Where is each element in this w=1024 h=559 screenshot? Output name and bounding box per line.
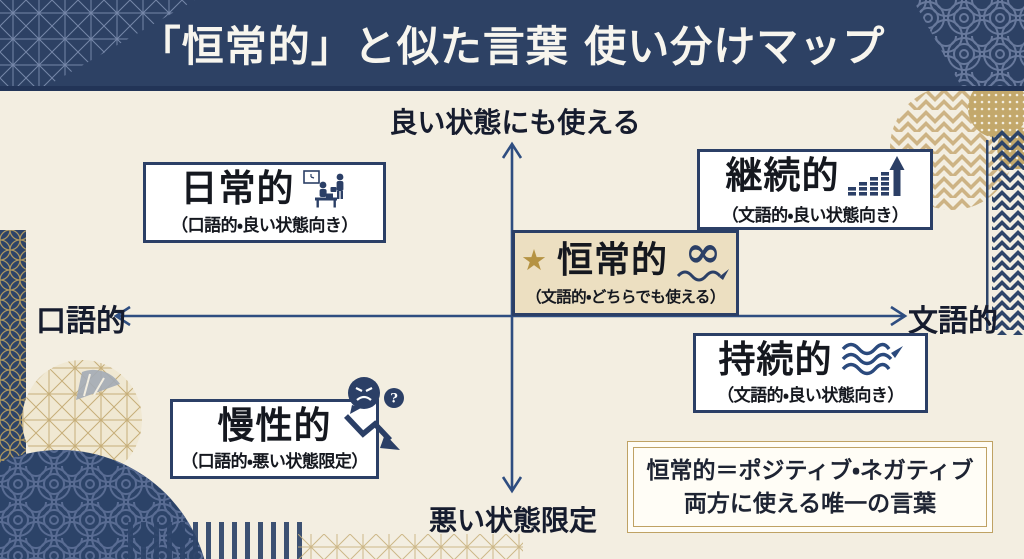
- flowing-waves-icon: [841, 342, 903, 376]
- header-bar: 「恒常的」と似た言葉 使い分けマップ: [0, 0, 1024, 91]
- word-term: 慢性的: [217, 402, 332, 447]
- summary-line-2: 両方に使える唯一の言葉: [683, 490, 937, 517]
- word-term: 恒常的: [556, 239, 668, 282]
- infinity-glyph: ∞: [684, 227, 722, 279]
- word-term: 継続的: [725, 153, 840, 197]
- page-title: 「恒常的」と似た言葉 使い分けマップ: [138, 21, 886, 71]
- seigaiha-header-decoration: [874, 0, 1024, 86]
- angry-face-decline-icon: ?: [344, 377, 404, 450]
- wave-arrow-icon: [676, 268, 729, 282]
- arrowhead-right-icon: [890, 305, 908, 327]
- rising-bar-chart-icon: [847, 155, 904, 196]
- word-term: 持続的: [718, 336, 833, 381]
- arrowhead-down-icon: [501, 476, 523, 494]
- word-box-jizokuteki: 持続的 （文語的・良い状態向き）: [693, 333, 928, 413]
- office-scene-icon: [302, 169, 343, 207]
- word-box-keizokuteki: 継続的 （文語的・良い状態向き）: [697, 149, 933, 230]
- word-box-manseiteki: ? 慢性的 （口語的・悪い状態限定）: [170, 377, 404, 479]
- star-icon: ★: [520, 242, 547, 277]
- word-note: （口語的・良い状態向き）: [171, 215, 358, 236]
- word-note: （口語的・悪い状態限定）: [181, 451, 368, 472]
- axis-label-top: 良い状態にも使える: [389, 106, 641, 139]
- axis-label-bottom: 悪い状態限定: [428, 504, 598, 537]
- question-glyph: ?: [390, 392, 398, 407]
- summary-note-box: 恒常的＝ポジティブ・ネガティブ 両方に使える唯一の言葉: [627, 441, 993, 533]
- word-note: （文語的・良い状態向き）: [717, 386, 904, 406]
- folding-fan-icon: [76, 369, 120, 400]
- vertical-stripes-decoration: [128, 522, 306, 559]
- summary-line-1: 恒常的＝ポジティブ・ネガティブ: [646, 456, 974, 484]
- asanoha-circle-decoration: [22, 360, 142, 480]
- shippo-strip-decoration: [0, 230, 26, 559]
- axis-label-left: 口語的: [36, 304, 126, 339]
- word-box-kojoteki-highlight: ★ 恒常的 ∞ （文語的・どちらでも使える）: [512, 230, 739, 316]
- infinity-wave-icon: ∞: [676, 227, 730, 282]
- arrowhead-up-icon: [501, 141, 523, 159]
- word-note: （文語的・どちらでも使える）: [526, 286, 725, 306]
- word-box-nichijoteki: 日常的 （口語的・良い状態向き）: [143, 162, 386, 243]
- word-term: 日常的: [180, 166, 295, 210]
- gold-damask-decoration: [968, 86, 1024, 169]
- word-note: （文語的・良い状態向き）: [721, 205, 909, 226]
